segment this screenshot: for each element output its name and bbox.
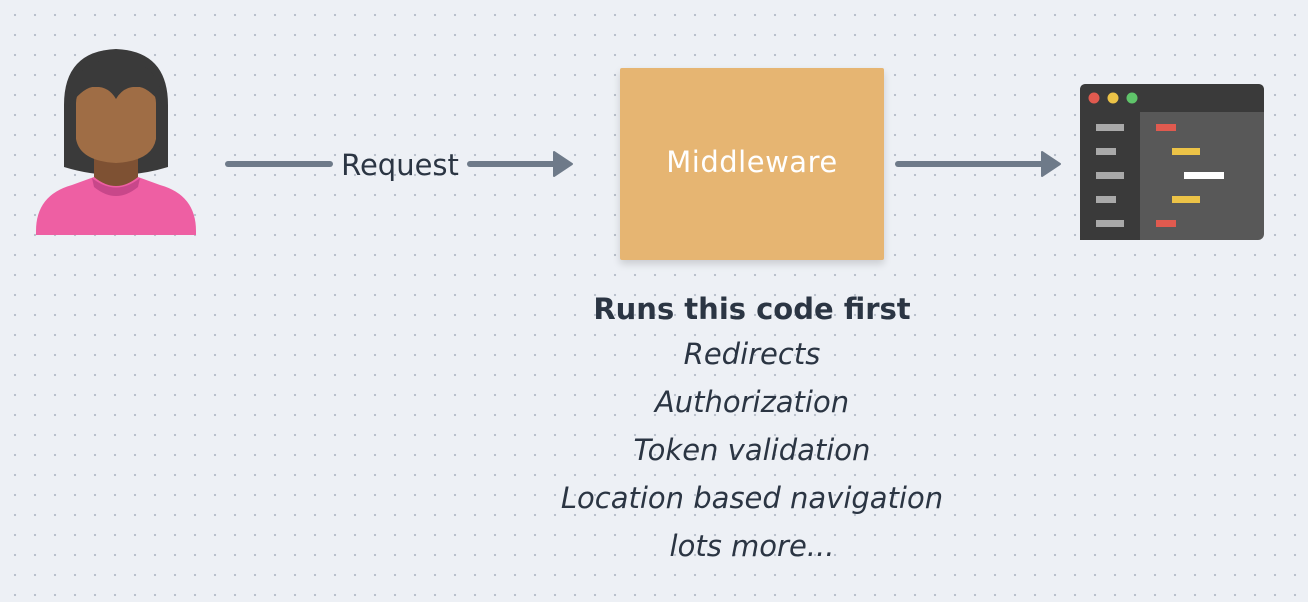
notes-item: lots more... bbox=[669, 529, 835, 563]
middleware-notes: Runs this code first Redirects Authoriza… bbox=[520, 288, 984, 570]
notes-title: Runs this code first bbox=[593, 292, 911, 326]
notes-item: Redirects bbox=[683, 337, 821, 371]
middleware-box: Middleware bbox=[620, 68, 884, 260]
user-avatar-icon bbox=[32, 45, 200, 235]
notes-item: Location based navigation bbox=[560, 481, 944, 515]
code-editor-window-icon bbox=[1080, 84, 1264, 240]
request-label: Request bbox=[341, 148, 459, 182]
arrow-right-icon bbox=[894, 149, 1066, 179]
notes-item: Token validation bbox=[633, 433, 871, 467]
arrow-line-left bbox=[224, 159, 334, 169]
arrow-right-icon bbox=[466, 149, 578, 179]
notes-item: Authorization bbox=[654, 385, 850, 419]
